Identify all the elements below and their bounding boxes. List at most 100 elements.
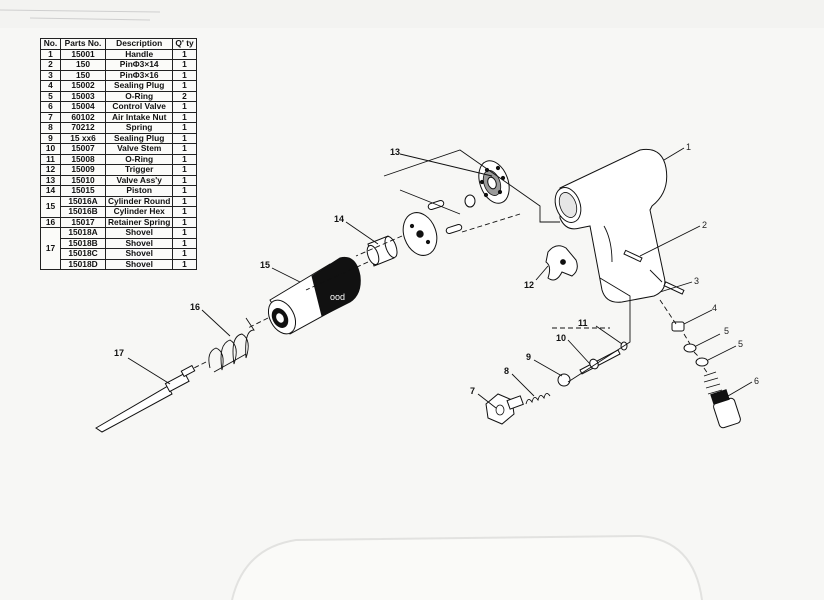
cell-qty: 1 — [172, 69, 197, 81]
callout-3: 3 — [694, 276, 699, 286]
cell-parts-no: 70212 — [60, 122, 106, 134]
scan-smudge — [0, 9, 161, 21]
leader-lines — [127, 147, 753, 409]
cell-parts-no: 15017 — [60, 216, 106, 228]
cell-parts-no: 15 xx6 — [60, 132, 106, 144]
part-valve-plate — [402, 212, 438, 256]
cell-no: 7 — [40, 111, 61, 123]
cell-description: Shovel — [104, 237, 174, 249]
part-oring-5b — [695, 357, 709, 367]
scan-margin — [0, 0, 824, 28]
cell-qty: 1 — [172, 101, 197, 113]
cell-description: Shovel — [104, 227, 174, 239]
part-oring-5a — [683, 343, 697, 353]
cell-description: Valve Stem — [104, 143, 174, 155]
cell-qty: 1 — [172, 153, 197, 165]
cell-qty: 1 — [172, 185, 197, 197]
cell-parts-no: 15007 — [60, 143, 106, 155]
cell-description: O-Ring — [104, 153, 174, 165]
cell-parts-no: 15016A — [60, 195, 106, 207]
part-pin-small-b — [445, 223, 463, 235]
cell-description: Handle — [104, 48, 174, 60]
cell-no: 15 — [40, 195, 61, 218]
cell-parts-no: 15010 — [60, 174, 106, 186]
cell-parts-no: 15018D — [60, 258, 106, 270]
cell-no: 14 — [40, 185, 61, 197]
assembly-lines — [193, 149, 709, 383]
cell-parts-no: 15018A — [60, 227, 106, 239]
callout-9: 9 — [526, 352, 531, 362]
cell-no: 4 — [40, 80, 61, 92]
callout-7: 7 — [470, 386, 475, 396]
part-sealing-plug-9 — [557, 373, 571, 387]
part-air-intake-nut — [485, 393, 524, 425]
table-header-row: No. Parts No. Description Q' ty — [40, 38, 197, 50]
cell-description: Piston — [104, 185, 174, 197]
cell-description: Spring — [104, 122, 174, 134]
cylinder-label-mark: ood — [330, 292, 345, 302]
cell-description: PinΦ3×16 — [104, 69, 174, 81]
cell-no: 5 — [40, 90, 61, 102]
cell-qty: 1 — [172, 227, 197, 239]
cell-description: PinΦ3×14 — [104, 59, 174, 71]
cell-parts-no: 15016B — [60, 206, 106, 218]
cell-no: 3 — [40, 69, 61, 81]
cell-qty: 2 — [172, 90, 197, 102]
cell-description: Trigger — [104, 164, 174, 176]
cell-qty: 1 — [172, 143, 197, 155]
part-retainer-spring — [208, 317, 255, 373]
cell-qty: 1 — [172, 206, 197, 218]
part-valve-assy — [478, 160, 510, 204]
callout-11: 11 — [578, 318, 588, 328]
cell-parts-no: 150 — [60, 59, 106, 71]
callout-8: 8 — [504, 366, 509, 376]
callout-14: 14 — [334, 214, 344, 224]
callout-4: 4 — [712, 303, 717, 313]
cell-parts-no: 15002 — [60, 80, 106, 92]
cell-description: Shovel — [104, 258, 174, 270]
callout-1: 1 — [686, 142, 691, 152]
cell-no: 8 — [40, 122, 61, 134]
cell-qty: 1 — [172, 195, 197, 207]
cell-no: 11 — [40, 153, 61, 165]
part-shovel-chisel — [95, 364, 196, 433]
part-piston — [366, 235, 398, 267]
part-oring-13 — [464, 194, 476, 208]
cell-qty: 1 — [172, 164, 197, 176]
cell-qty: 1 — [172, 48, 197, 60]
cell-description: Retainer Spring — [104, 216, 174, 228]
cell-no: 17 — [40, 227, 61, 270]
callout-13: 13 — [390, 147, 400, 157]
callout-12: 12 — [524, 280, 534, 290]
callout-16: 16 — [190, 302, 200, 312]
header-qty: Q' ty — [172, 38, 197, 50]
header-parts-no: Parts No. — [60, 38, 106, 50]
cell-description: Cylinder Hex — [104, 206, 174, 218]
part-control-valve — [703, 371, 741, 429]
cell-description: Cylinder Round — [104, 195, 174, 207]
cell-description: Valve Ass'y — [104, 174, 174, 186]
cell-no: 1 — [40, 48, 61, 60]
cell-parts-no: 15009 — [60, 164, 106, 176]
cell-no: 16 — [40, 216, 61, 228]
callout-17: 17 — [114, 348, 124, 358]
cell-qty: 1 — [172, 237, 197, 249]
callouts: 1 2 3 4 5 5 6 7 8 9 10 11 12 13 14 15 16… — [114, 142, 759, 396]
cell-qty: 1 — [172, 216, 197, 228]
cell-parts-no: 15008 — [60, 153, 106, 165]
